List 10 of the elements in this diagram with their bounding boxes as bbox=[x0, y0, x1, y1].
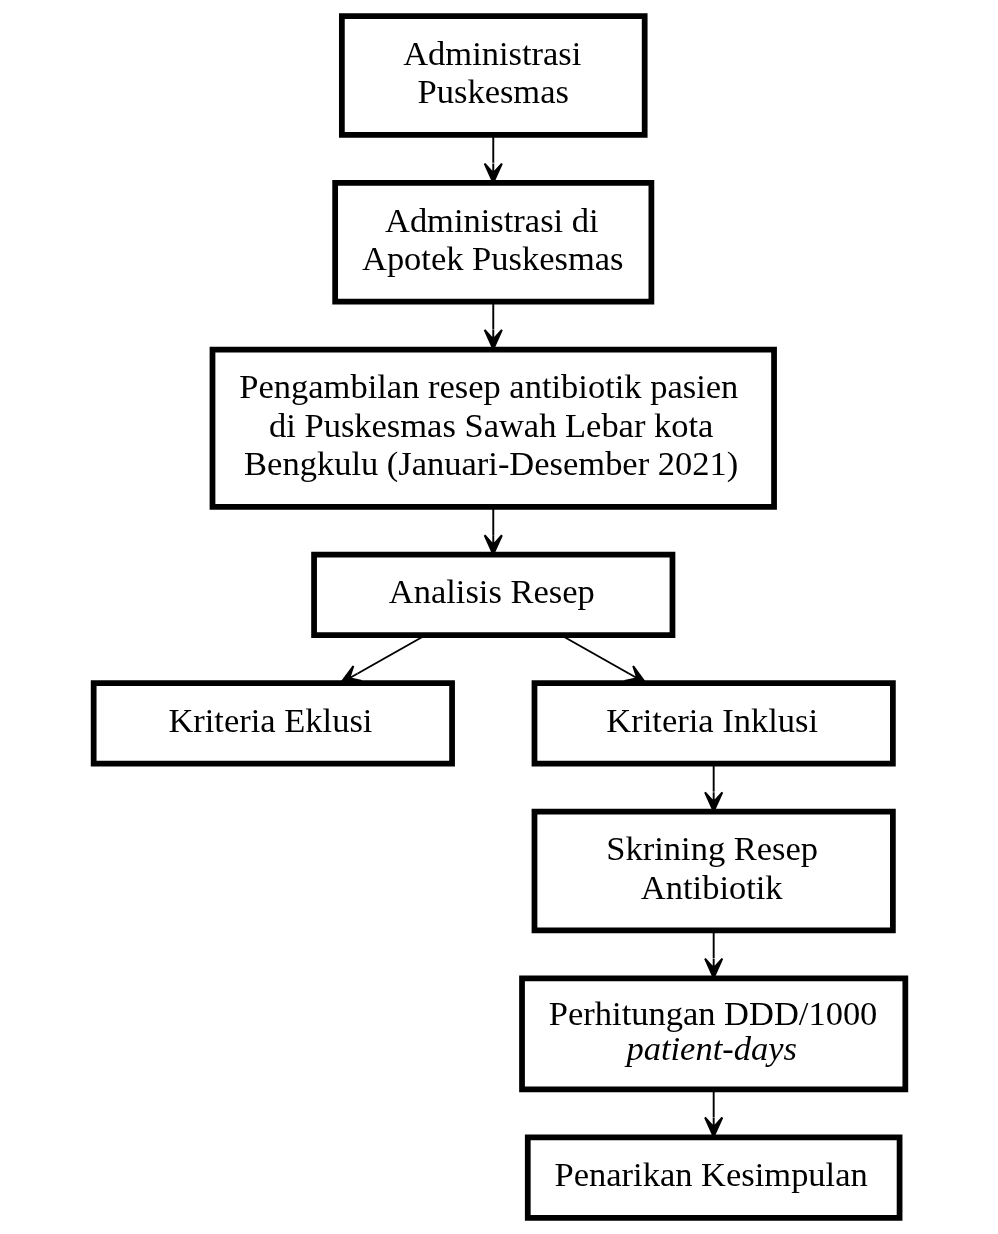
node-box: Kriteria Inklusi bbox=[531, 680, 896, 767]
node-box: Skrining Resep Antibiotik bbox=[531, 808, 896, 934]
node-box: Perhitungan DDD/1000 patient-days bbox=[518, 975, 908, 1093]
node-box: Analisis Resep bbox=[310, 551, 675, 639]
node-box: Penarikan Kesimpulan bbox=[524, 1134, 902, 1221]
node-box: Administrasi di Apotek Puskesmas bbox=[331, 180, 654, 305]
node-box: Pengambilan resep antibiotik pasien di Puskesmas Sawah Lebar kota Bengkulu (Januari-Desember 2021) bbox=[209, 346, 777, 510]
arrow bbox=[703, 930, 723, 979]
node-box: Kriteria Eklusi bbox=[90, 680, 455, 767]
node-box: Administrasi Puskesmas bbox=[338, 13, 648, 138]
